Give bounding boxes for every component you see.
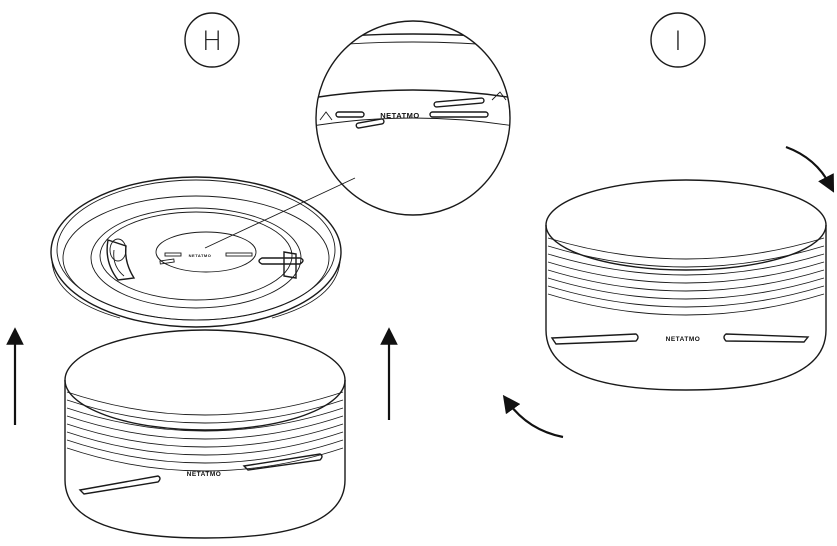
mounting-base-plate: NETATMO [50,176,342,328]
magnifier-detail: NETATMO [315,20,511,216]
detector-i-logo: NETATMO [666,336,701,343]
detector-h: NETATMO [64,329,346,539]
mag-right-slot [429,111,489,118]
step-h-badge: H [184,12,240,68]
mag-left-slot [335,111,365,118]
mag-right-upper-slot [433,97,485,108]
detector-i: NETATMO [545,179,827,391]
detector-i-left-slot [550,333,639,345]
mag-logo: NETATMO [380,111,419,120]
detector-h-left-slot [78,475,161,495]
step-i-label: I [674,26,682,57]
step-i-circle [650,12,706,68]
mag-left-lower-slot [355,118,385,129]
rotate-arrow-bottom-icon [502,394,564,439]
step-h-circle [184,12,240,68]
detector-i-right-slot [723,333,810,343]
step-h-label: H [202,26,222,57]
detector-h-logo: NETATMO [187,471,222,478]
detector-h-right-slot [242,453,323,471]
left-mounting-clip [106,238,136,281]
rotate-arrow-top-icon [785,145,835,193]
base-center-oval [155,231,257,273]
base-small-logo: NETATMO [189,253,212,258]
magnifier-leader-line [204,177,356,249]
right-mounting-clip [258,251,304,279]
step-i-badge: I [650,12,706,68]
